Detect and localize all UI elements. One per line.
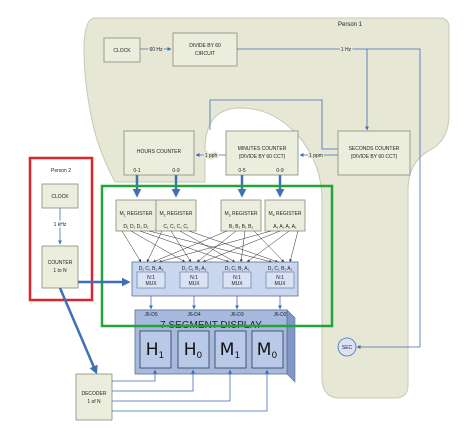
- svg-text:N:1: N:1: [233, 275, 241, 281]
- person1-region: [83, 17, 450, 399]
- wire-seconds-loop: [209, 99, 338, 150]
- minutes-counter-label: MINUTES COUNTER: [238, 146, 287, 152]
- wire-1pph-label: 1 pph: [205, 153, 218, 159]
- hours-out-a: 0-1: [133, 168, 140, 174]
- svg-text:D₁ C₁ B₁ A₁: D₁ C₁ B₁ A₁: [268, 266, 293, 272]
- person1-label: Person 1: [338, 22, 363, 28]
- minutes-out-b: 0-9: [276, 168, 283, 174]
- decoder-label: DECODER: [81, 391, 106, 397]
- divide-by-60-label: DIVIDE BY 60: [189, 43, 221, 49]
- minutes-out-a: 0-5: [238, 168, 245, 174]
- crossbar-wires: [121, 230, 299, 263]
- mux-2: D₁ C₁ B₁ A₁ N:1 MUX: [179, 266, 209, 289]
- svg-text:M0: M0: [257, 340, 278, 361]
- svg-text:H1: H1: [146, 340, 165, 361]
- wire-1khz-label: 1 kHz: [54, 222, 67, 228]
- svg-text:D₁ C₁ B₁ A₁: D₁ C₁ B₁ A₁: [139, 266, 164, 272]
- green-frame: [100, 184, 334, 328]
- register-m3: M3 REGISTER B₁ B₁ B₁ B₁: [220, 199, 262, 232]
- svg-text:MUX: MUX: [188, 281, 200, 287]
- svg-text:MUX: MUX: [145, 281, 157, 287]
- divide-by-60-box: [172, 32, 238, 67]
- wire-1hz-label: 1 Hz: [341, 47, 352, 53]
- decoder-label-2: 1 of N: [87, 399, 101, 405]
- seconds-counter-label-2: (DIVIDE BY 60 CCT): [351, 154, 398, 160]
- register-m4: M4 REGISTER A₁ A₁ A₁ A₁: [264, 199, 306, 232]
- digit-h0: [177, 330, 210, 369]
- clock-label: CLOCK: [113, 48, 131, 54]
- mux-1: D₁ C₁ B₁ A₁ N:1 MUX: [136, 266, 166, 289]
- register-m2-bits: C₁ C₁ C₁ C₁: [163, 224, 189, 230]
- register-m2: M2 REGISTER C₁ C₁ C₁ C₁: [155, 199, 197, 232]
- svg-text:N:1: N:1: [276, 275, 284, 281]
- register-m3-bits: B₁ B₁ B₁ B₁: [229, 224, 254, 230]
- decoder-enable-wires: [112, 369, 269, 412]
- clock2-box: [41, 183, 79, 209]
- seconds-counter-label: SECONDS COUNTER: [349, 146, 400, 152]
- counter-n-label-2: 1 to N: [53, 268, 67, 274]
- wire-60hz-label: 60 Hz: [149, 47, 163, 53]
- seconds-counter-box: [337, 130, 411, 176]
- arrow-counter-to-decoder: [58, 287, 98, 375]
- svg-text:M1: M1: [220, 340, 240, 361]
- display-pin-1: J6-D5: [144, 312, 158, 318]
- decoder-box: [75, 373, 113, 421]
- minutes-counter-box: [225, 130, 299, 176]
- svg-text:M2 REGISTER: M2 REGISTER: [159, 211, 192, 218]
- svg-text:N:1: N:1: [190, 275, 198, 281]
- svg-text:MUX: MUX: [274, 281, 286, 287]
- divide-by-60-label-2: CIRCUIT: [195, 51, 215, 57]
- person2-label: Person 2: [51, 168, 71, 174]
- display-pin-3: J6-D3: [230, 312, 244, 318]
- digit-m0: [251, 330, 284, 369]
- mux-3: D₁ C₁ B₁ A₁ N:1 MUX: [222, 266, 252, 289]
- svg-text:M4 REGISTER: M4 REGISTER: [268, 211, 301, 218]
- display-pin-2: J6-D4: [187, 312, 201, 318]
- svg-text:D₁ C₁ B₁ A₁: D₁ C₁ B₁ A₁: [182, 266, 207, 272]
- person2-frame: [28, 156, 94, 302]
- hours-out-b: 0-9: [172, 168, 179, 174]
- digit-h1: [139, 330, 172, 369]
- register-m1-bits: D₁ D₁ D₁ D₁: [123, 224, 149, 230]
- svg-text:MUX: MUX: [231, 281, 243, 287]
- register-m4-bits: A₁ A₁ A₁ A₁: [273, 224, 297, 230]
- wire-1hz-right: [356, 48, 421, 349]
- sec-label: SEC: [342, 345, 353, 351]
- svg-text:H0: H0: [184, 340, 203, 361]
- register-m1: M1 REGISTER D₁ D₁ D₁ D₁: [115, 199, 157, 232]
- hours-counter-box: [123, 130, 195, 176]
- hours-counter-label: HOURS COUNTER: [137, 149, 182, 155]
- clock-box: [103, 37, 141, 63]
- svg-text:N:1: N:1: [147, 275, 155, 281]
- seven-segment-display: J6-D5 J6-D4 J6-D3 J6-D2 7 SEGMENT DISPLA…: [134, 309, 296, 383]
- sec-indicator: [337, 337, 357, 357]
- counter-n-box: [41, 245, 79, 289]
- mux-output-wires: [149, 296, 282, 310]
- counter-n-label: COUNTER: [48, 260, 73, 266]
- svg-text:D₁ C₁ B₁ A₁: D₁ C₁ B₁ A₁: [225, 266, 250, 272]
- minutes-counter-label-2: (DIVIDE BY 60 CCT): [239, 154, 286, 160]
- svg-text:M1 REGISTER: M1 REGISTER: [119, 211, 152, 218]
- clock2-label: CLOCK: [51, 194, 69, 200]
- wire-1ppm-label: 1 ppm: [309, 153, 323, 159]
- display-pin-4: J6-D2: [273, 312, 287, 318]
- svg-text:M3 REGISTER: M3 REGISTER: [224, 211, 257, 218]
- mux-4: D₁ C₁ B₁ A₁ N:1 MUX: [265, 266, 295, 289]
- digit-m1: [214, 330, 247, 369]
